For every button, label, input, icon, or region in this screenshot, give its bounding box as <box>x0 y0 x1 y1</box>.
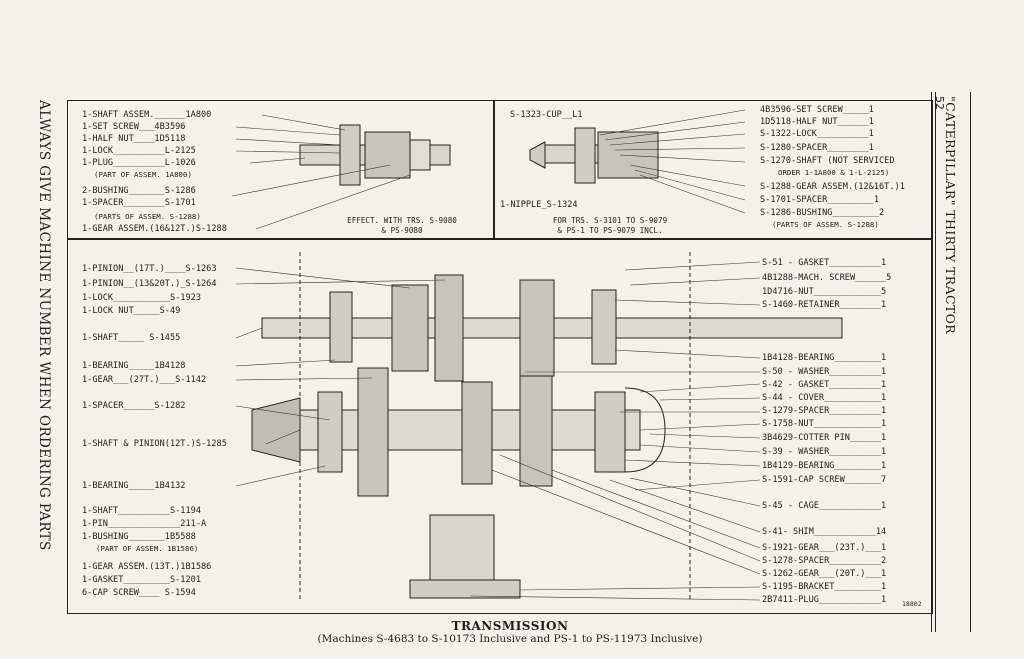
part-label: 1B4129-BEARING_________1 <box>762 461 887 471</box>
page-title: TRANSMISSION <box>451 619 569 633</box>
part-label: S-41- SHIM____________14 <box>762 527 887 537</box>
effectivity-caption: EFFECT. WITH TRS. S-9080 & PS-9080 <box>322 216 482 236</box>
part-label: S-51 - GASKET__________1 <box>762 258 887 268</box>
gear-27t <box>357 367 389 497</box>
part-label: 1-GEAR ASSEM.(13T.)1B1586 <box>82 562 212 572</box>
bracket-s1195 <box>409 579 521 599</box>
bearing-1b4128-right <box>591 289 617 365</box>
part-label: 1-PIN______________211-A <box>82 519 207 529</box>
caption-line: & PS-1 TO PS-9079 INCL. <box>557 226 663 235</box>
page-rule <box>935 92 936 632</box>
part-label: 1-GASKET_________S-1201 <box>82 575 201 585</box>
part-label: S-1591-CAP SCREW_______7 <box>762 475 887 485</box>
part-label: S-1279-SPACER__________1 <box>762 406 887 416</box>
part-label: 1-LOCK___________S-1923 <box>82 293 201 303</box>
part-label: 1-BEARING_____1B4132 <box>82 481 186 491</box>
caption-line: EFFECT. WITH TRS. S-9080 <box>347 216 457 225</box>
part-label: 1-BEARING_____1B4128 <box>82 361 186 371</box>
part-label: S-1322-LOCK__________1 <box>760 129 874 139</box>
main-frame <box>67 238 933 614</box>
effectivity-caption: FOR TRS. S-3101 TO S-9079 & PS-1 TO PS-9… <box>520 216 700 236</box>
page-subtitle: (Machines S-4683 to S-10173 Inclusive an… <box>317 633 703 645</box>
part-label: 1-SPACER______S-1282 <box>82 401 186 411</box>
part-label: S-1280-SPACER________1 <box>760 143 874 153</box>
part-label: 2-BUSHING_______S-1286 <box>82 186 196 196</box>
bearing-1b4128 <box>329 291 353 363</box>
part-label: S-39 - WASHER__________1 <box>762 447 887 457</box>
part-label: 1-SHAFT__________S-1194 <box>82 506 201 516</box>
part-label: 6-CAP SCREW____ S-1594 <box>82 588 196 598</box>
part-label: S-44 - COVER___________1 <box>762 393 887 403</box>
cup-s1323 <box>529 141 546 169</box>
gear-s1142 <box>519 279 555 377</box>
part-label: S-1195-BRACKET_________1 <box>762 582 887 592</box>
part-label: S-42 - GASKET__________1 <box>762 380 887 390</box>
part-label: 1-SHAFT ASSEM.______1A800 <box>82 110 212 120</box>
part-label: 1-PINION__(13&20T.)_S-1264 <box>82 279 217 289</box>
bevel-pinion <box>251 397 301 463</box>
caption-line: FOR TRS. S-3101 TO S-9079 <box>552 216 668 225</box>
part-label: S-1262-GEAR___(20T.)___1 <box>762 569 887 579</box>
part-label: 1-PLUG__________L-1026 <box>82 158 196 168</box>
part-label: 1-SHAFT & PINION(12T.)S-1285 <box>82 439 227 449</box>
gear-s1921 <box>519 375 553 487</box>
part-label: 1B4128-BEARING_________1 <box>762 353 887 363</box>
part-label: S-1758-NUT_____________1 <box>762 419 887 429</box>
gear-assembly <box>597 131 659 179</box>
part-label: 1-NIPPLE_S-1324 <box>500 200 578 210</box>
part-label: 1-GEAR ASSEM.(16&12T.)S-1288 <box>82 224 227 234</box>
pinion-s1264 <box>434 274 464 382</box>
part-note: (PART OF ASSEM. 1A800) <box>94 170 192 179</box>
part-label: S-1701-SPACER_________1 <box>760 195 879 205</box>
part-label: S-1286-BUSHING_________2 <box>760 208 885 218</box>
part-label: 1-LOCK__________L-2125 <box>82 146 196 156</box>
part-label: S-1278-SPACER__________2 <box>762 556 887 566</box>
part-label: 1-SPACER________S-1701 <box>82 198 196 208</box>
pinion-s1263 <box>391 284 429 372</box>
part-label: S-1270-SHAFT (NOT SERVICED <box>760 156 895 166</box>
part-label: 3B4629-COTTER PIN______1 <box>762 433 887 443</box>
gear-assembly-1b1586 <box>429 514 495 586</box>
bearing-1b4132 <box>317 391 343 473</box>
part-label: 1D4716-NUT_____________5 <box>762 287 887 297</box>
spacer <box>409 139 431 171</box>
part-note: (PARTS OF ASSEM. S-1288) <box>772 220 879 229</box>
part-label: 4B3596-SET SCREW_____1 <box>760 105 874 115</box>
part-label: 4B1288-MACH. SCREW______5 <box>762 273 892 283</box>
top-right-frame <box>493 100 933 240</box>
part-label: 1-GEAR___(27T.)___S-1142 <box>82 375 207 385</box>
gear-16t <box>339 124 361 186</box>
part-label: 1-BUSHING_______1B5588 <box>82 532 196 542</box>
part-note: (PARTS OF ASSEM. S-1288) <box>94 212 201 221</box>
caption-line: & PS-9080 <box>381 226 423 235</box>
gear-s1262 <box>461 381 493 485</box>
part-label: S-1323-CUP__L1 <box>510 110 583 120</box>
gear-12t <box>364 131 411 179</box>
gear-assembly-s1288 <box>574 127 596 184</box>
part-label: 1-PINION__(17T.)____S-1263 <box>82 264 217 274</box>
top-left-frame <box>67 100 495 240</box>
page-rule <box>970 92 971 632</box>
drawing-code: 18802 <box>902 600 922 608</box>
part-label: 1-SHAFT_____ S-1455 <box>82 333 181 343</box>
page-rule <box>931 92 932 632</box>
part-label: S-1460-RETAINER________1 <box>762 300 887 310</box>
bearing-1b4129 <box>594 391 626 473</box>
part-note: (PART OF ASSEM. 1B1586) <box>96 544 199 553</box>
part-label: 1-HALF NUT____1D5118 <box>82 134 186 144</box>
part-label: S-45 - CAGE____________1 <box>762 501 887 511</box>
part-label: S-1288-GEAR ASSEM.(12&16T.)1 <box>760 182 905 192</box>
part-label: S-50 - WASHER__________1 <box>762 367 887 377</box>
part-label: 1-SET SCREW___4B3596 <box>82 122 186 132</box>
part-note: ORDER 1-1A800 & 1-L-2125) <box>778 168 890 177</box>
part-label: 1-LOCK NUT_____S-49 <box>82 306 181 316</box>
part-label: S-1921-GEAR___(23T.)___1 <box>762 543 887 553</box>
part-label: 2B7411-PLUG____________1 <box>762 595 887 605</box>
leader-lines <box>231 109 761 601</box>
part-label: 1D5118-HALF NUT______1 <box>760 117 874 127</box>
